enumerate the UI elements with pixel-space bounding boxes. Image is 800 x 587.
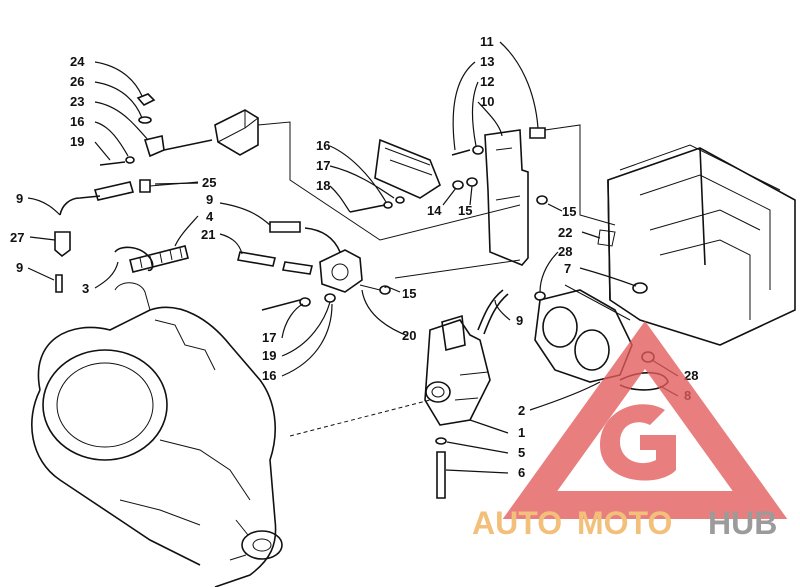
callout-5: 5 — [518, 445, 525, 460]
callout-6: 6 — [518, 465, 525, 480]
callout-1: 1 — [518, 425, 525, 440]
watermark-word-hub: HUB — [708, 505, 777, 541]
mounting-bracket — [451, 124, 616, 266]
callout-4: 4 — [206, 209, 214, 224]
callout-25: 25 — [202, 175, 216, 190]
callout-28: 28 — [558, 244, 572, 259]
fuel-line-left — [54, 179, 199, 293]
callout-19: 19 — [262, 348, 276, 363]
watermark-logo — [502, 321, 788, 519]
callout-3: 3 — [82, 281, 89, 296]
callout-13: 13 — [480, 54, 494, 69]
fuel-rail — [349, 138, 441, 213]
callout-9: 9 — [206, 192, 213, 207]
callout-11: 11 — [480, 34, 494, 49]
callout-28: 28 — [684, 368, 698, 383]
callout-21: 21 — [201, 227, 215, 242]
callout-15: 15 — [562, 204, 576, 219]
callout-18: 18 — [316, 178, 330, 193]
callout-9: 9 — [516, 313, 523, 328]
engine-block — [31, 282, 283, 587]
callout-labels: 24 26 23 16 19 9 25 27 9 3 9 4 21 16 17 … — [10, 34, 698, 480]
callout-27: 27 — [10, 230, 24, 245]
callout-10: 10 — [480, 94, 494, 109]
hoses-middle — [237, 221, 341, 275]
callout-20: 20 — [402, 328, 416, 343]
callout-15: 15 — [402, 286, 416, 301]
callout-19: 19 — [70, 134, 84, 149]
watermark-word-moto: MOTO — [577, 505, 672, 541]
callout-17: 17 — [316, 158, 330, 173]
valve-hardware-group — [99, 93, 521, 241]
callout-14: 14 — [427, 203, 442, 218]
fuel-pump — [261, 249, 521, 311]
callout-17: 17 — [262, 330, 276, 345]
callout-9: 9 — [16, 260, 23, 275]
callout-15: 15 — [458, 203, 472, 218]
letter-g-icon — [600, 404, 676, 481]
air-box — [597, 144, 796, 346]
warning-triangle-icon — [502, 321, 788, 519]
callout-23: 23 — [70, 94, 84, 109]
watermark-word-auto: AUTO — [472, 505, 562, 541]
callout-16: 16 — [262, 368, 276, 383]
carburetor — [424, 289, 509, 499]
callout-7: 7 — [564, 261, 571, 276]
callout-22: 22 — [558, 225, 572, 240]
callout-12: 12 — [480, 74, 494, 89]
watermark-text: AUTO MOTO HUB — [472, 505, 777, 541]
callout-16: 16 — [70, 114, 84, 129]
callout-9: 9 — [16, 191, 23, 206]
callout-16: 16 — [316, 138, 330, 153]
callout-leaders — [27, 41, 679, 474]
spring-and-clip — [114, 245, 189, 273]
callout-2: 2 — [518, 403, 525, 418]
callout-24: 24 — [70, 54, 85, 69]
callout-26: 26 — [70, 74, 84, 89]
assembly-line-engine — [289, 399, 431, 437]
